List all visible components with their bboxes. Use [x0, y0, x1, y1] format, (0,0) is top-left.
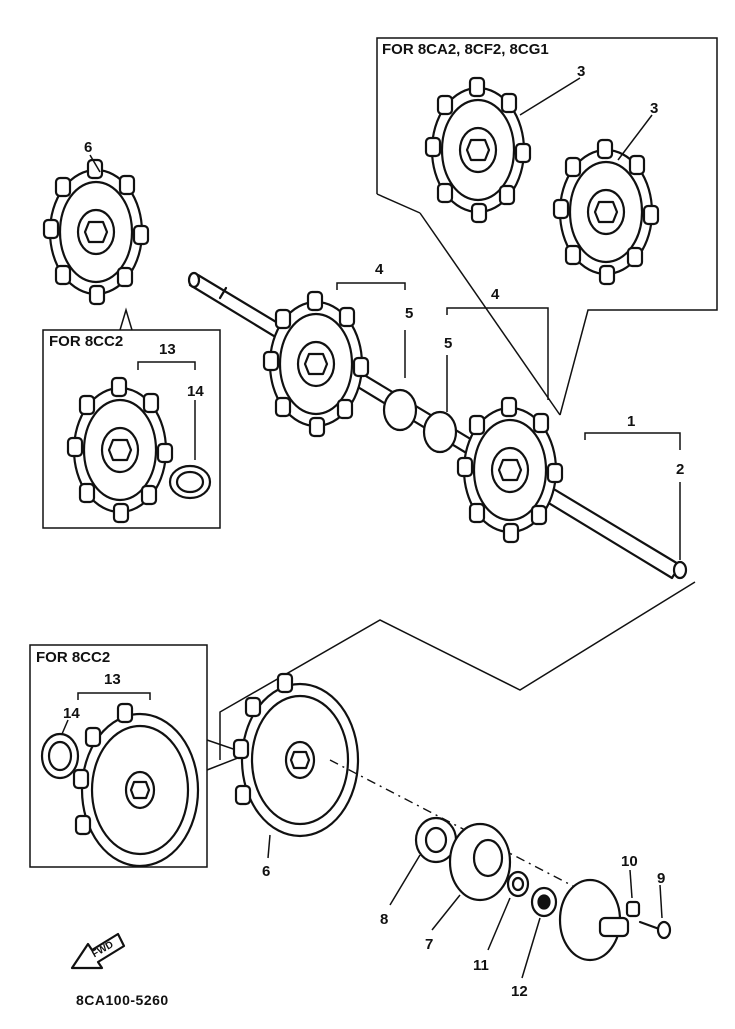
callout-10: 10	[621, 853, 638, 870]
callout-5: 5	[405, 305, 413, 322]
end-cap-part	[558, 878, 630, 962]
callout-6: 6	[84, 139, 92, 156]
sprocket-part-6-bottom	[232, 672, 360, 859]
variant-box-label: FOR 8CC2	[36, 649, 110, 666]
variant-box-8ca2-8cf2-8cg1: FOR 8CA2, 8CF2, 8CG1	[376, 37, 718, 416]
callout-6: 6	[262, 863, 270, 880]
seal-part-12	[521, 886, 558, 979]
callout-13: 13	[104, 671, 121, 688]
callout-9: 9	[657, 870, 665, 887]
variant-box-label: FOR 8CA2, 8CF2, 8CG1	[382, 41, 549, 58]
callout-1: 1	[627, 413, 635, 430]
variant-box-label: FOR 8CC2	[49, 333, 123, 350]
callout-3: 3	[577, 63, 585, 80]
callout-7: 7	[425, 936, 433, 953]
callout-4: 4	[375, 261, 384, 278]
bearing-housing-part-7	[431, 822, 512, 931]
callout-11: 11	[473, 957, 489, 974]
callout-8: 8	[380, 911, 388, 928]
callout-12: 12	[511, 983, 528, 1000]
callout-5: 5	[444, 335, 452, 352]
sprocket-3b	[552, 138, 660, 286]
diagram-reference-code: 8CA100-5260	[76, 992, 169, 1008]
wheel-13	[72, 702, 200, 868]
sprocket-3a	[424, 76, 532, 224]
bearing-part-8	[389, 816, 458, 906]
variant-box-8cc2-upper: FOR 8CC2	[42, 307, 221, 529]
callout-2: 2	[676, 461, 684, 478]
bolt-part-9	[638, 884, 672, 940]
drive-shaft-assembly	[187, 271, 688, 580]
callout-13: 13	[159, 341, 176, 358]
sprocket-13	[66, 376, 174, 524]
callout-4: 4	[491, 286, 500, 303]
callout-14: 14	[63, 705, 80, 722]
callout-3: 3	[650, 100, 658, 117]
forward-arrow-icon: FWD	[70, 932, 126, 970]
sprocket-part-6-top	[42, 154, 150, 306]
callout-14: 14	[187, 383, 204, 400]
assembly-outline	[219, 581, 696, 760]
variant-box-8cc2-lower: FOR 8CC2	[29, 644, 251, 868]
nut-part-10	[625, 869, 641, 918]
washer-part-11	[487, 870, 530, 951]
callout-labels: 3 3 6 4 5 4 5 1 2 13 14 13 14 6 8 7 11 1…	[63, 63, 684, 1000]
